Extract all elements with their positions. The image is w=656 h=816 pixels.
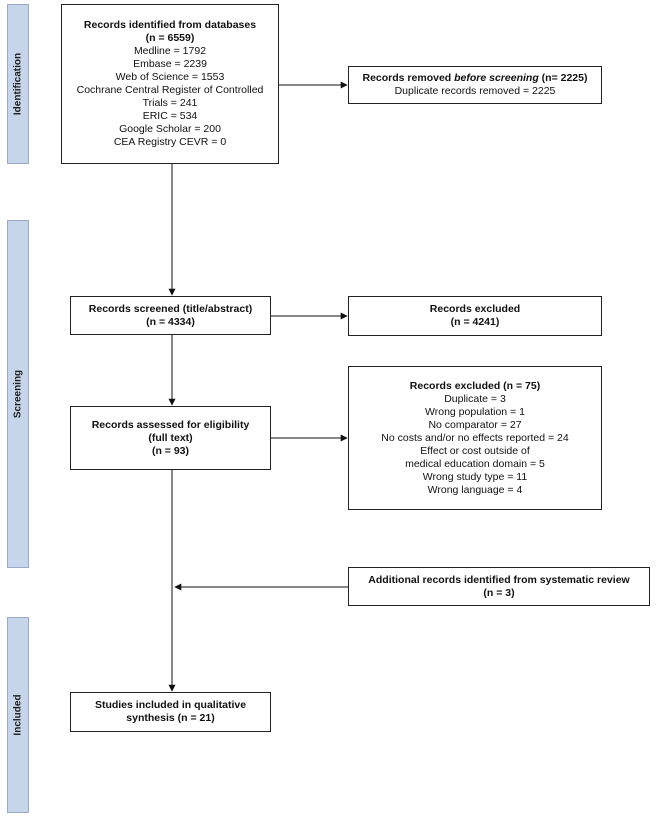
identified-line: Cochrane Central Register of Controlled xyxy=(76,84,264,96)
box-studies-included: Studies included in qualitative synthesi… xyxy=(70,692,271,732)
removed-title-prefix: Records removed xyxy=(362,72,455,84)
identified-line: Embase = 2239 xyxy=(133,58,207,70)
removed-title: Records removed before screening (n= 222… xyxy=(353,72,597,85)
identified-line: Web of Science = 1553 xyxy=(115,71,225,83)
excluded1-title: Records excluded xyxy=(429,303,521,315)
removed-title-emphasis: before screening xyxy=(454,72,539,84)
excluded2-line: Effect or cost outside of xyxy=(420,444,530,457)
assessed-title: Records assessed for eligibility xyxy=(91,418,250,431)
assessed-sub: (full text) xyxy=(148,431,193,444)
screened-title: Records screened (title/abstract) xyxy=(88,302,253,315)
included-title-line2: synthesis (n = 21) xyxy=(126,712,215,724)
excluded2-line: No comparator = 27 xyxy=(428,418,522,431)
excluded1-n: (n = 4241) xyxy=(450,316,500,328)
phase-included: Included xyxy=(7,617,29,813)
identified-title: Records identified from databases xyxy=(83,19,257,31)
box-additional-records: Additional records identified from syste… xyxy=(348,567,650,606)
excluded2-line: Wrong language = 4 xyxy=(427,483,523,496)
identified-line: Medline = 1792 xyxy=(133,45,207,57)
identified-line: ERIC = 534 xyxy=(142,110,198,122)
excluded2-line: Wrong population = 1 xyxy=(425,405,525,418)
phase-screening: Screening xyxy=(7,220,29,568)
identified-line: CEA Registry CEVR = 0 xyxy=(113,136,227,148)
identified-line: Google Scholar = 200 xyxy=(119,123,221,135)
identified-line: Trials = 241 xyxy=(142,97,198,109)
assessed-n: (n = 93) xyxy=(151,444,190,457)
excluded2-line: No costs and/or no effects reported = 24 xyxy=(381,431,569,444)
identified-n: (n = 6559) xyxy=(145,32,195,44)
included-title-line1: Studies included in qualitative xyxy=(94,699,247,711)
box-records-assessed: Records assessed for eligibility (full t… xyxy=(70,406,271,470)
box-records-removed: Records removed before screening (n= 222… xyxy=(348,66,602,104)
excluded2-line: Wrong study type = 11 xyxy=(422,470,528,483)
excluded2-line: Duplicate = 3 xyxy=(444,392,506,405)
removed-line: Duplicate records removed = 2225 xyxy=(394,85,556,97)
removed-title-suffix: (n= 2225) xyxy=(538,72,588,84)
additional-n: (n = 3) xyxy=(483,586,515,599)
box-records-excluded-screening: Records excluded (n = 4241) xyxy=(348,296,602,336)
excluded2-line: medical education domain = 5 xyxy=(405,457,545,470)
box-records-excluded-eligibility: Records excluded (n = 75) Duplicate = 3 … xyxy=(348,366,602,510)
excluded2-title: Records excluded (n = 75) xyxy=(409,379,541,392)
box-records-screened: Records screened (title/abstract) (n = 4… xyxy=(70,296,271,335)
phase-identification: Identification xyxy=(7,4,29,164)
additional-title: Additional records identified from syste… xyxy=(368,573,630,586)
screened-n: (n = 4334) xyxy=(146,315,195,328)
box-records-identified: Records identified from databases (n = 6… xyxy=(61,4,279,164)
